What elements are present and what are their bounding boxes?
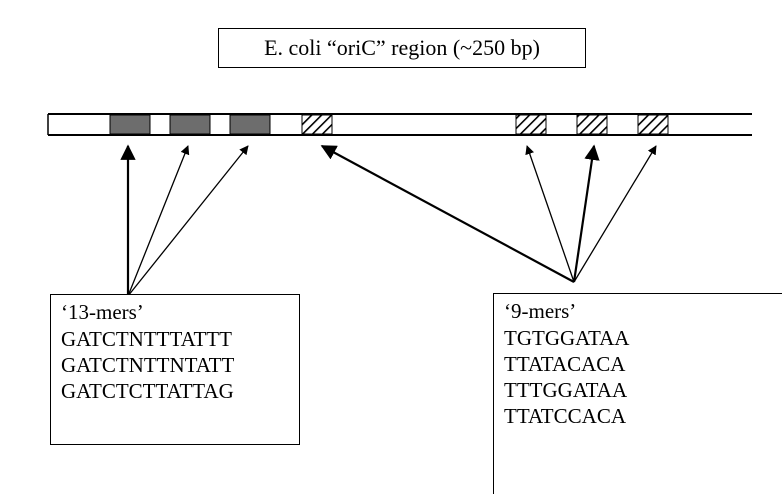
nine-mer-sequence: TGTGGATAA xyxy=(504,326,630,350)
nine-mer-block-1 xyxy=(301,114,333,135)
thirteen-mer-block-2 xyxy=(169,114,211,135)
thirteen-mer-sequence: GATCTCTTATTAG xyxy=(61,379,234,403)
arrow-13mer-3 xyxy=(127,145,249,297)
nine-mer-sequence: TTATCCACA xyxy=(504,404,626,428)
nine-mer-sequence: TTTGGATAA xyxy=(504,378,628,402)
nine-mer-block-4 xyxy=(637,114,669,135)
nine-mers-title: ‘9-mers’ xyxy=(504,299,577,323)
arrow-9mer-3 xyxy=(572,144,600,283)
thirteen-mers-box: ‘13-mers’ GATCTNTTTATTT GATCTNTTNTATT GA… xyxy=(50,294,300,445)
nine-mer-block-3 xyxy=(576,114,608,135)
nine-mer-block-2 xyxy=(515,114,547,135)
thirteen-mer-sequence: GATCTNTTNTATT xyxy=(61,353,235,377)
thirteen-mers-title: ‘13-mers’ xyxy=(61,300,144,324)
thirteen-mer-block-1 xyxy=(109,114,151,135)
arrow-13mer-2 xyxy=(127,145,190,297)
nine-mer-sequence: TTATACACA xyxy=(504,352,626,376)
nine-mers-box: ‘9-mers’ TGTGGATAA TTATACACA TTTGGATAA T… xyxy=(493,293,782,494)
diagram-title: E. coli “oriC” region (~250 bp) xyxy=(218,28,586,68)
thirteen-mer-sequence: GATCTNTTTATTT xyxy=(61,327,232,351)
arrow-9mer-1 xyxy=(320,145,575,283)
arrow-9mer-4 xyxy=(573,145,657,283)
thirteen-mer-block-3 xyxy=(229,114,271,135)
arrow-9mer-2 xyxy=(525,145,575,283)
